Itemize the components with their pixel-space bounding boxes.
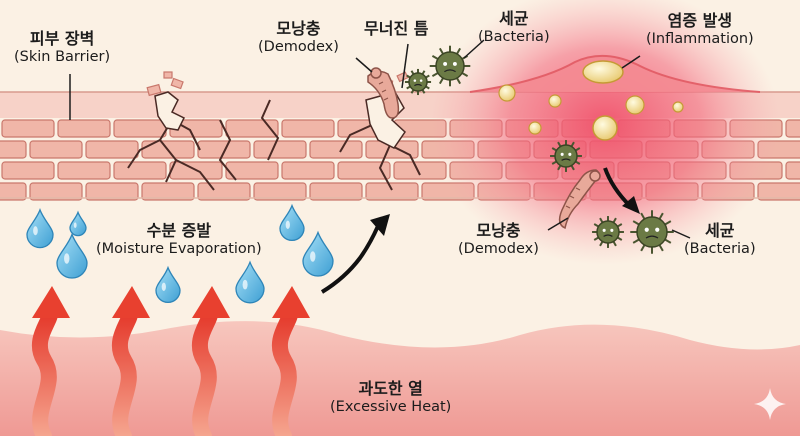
bacteria-icon: [550, 140, 582, 172]
label-inflammation-ko: 염증 발생: [667, 11, 733, 30]
bacteria-group: [404, 45, 674, 254]
label-demodex-bottom-en: (Demodex): [458, 240, 539, 257]
label-heat-ko: 과도한 열: [358, 379, 423, 398]
gap-left: [154, 91, 186, 131]
brick: [0, 182, 27, 201]
label-broken-gap: 무너진 틈: [364, 19, 429, 39]
brick-fragments: [146, 71, 409, 97]
label-heat-en: (Excessive Heat): [330, 398, 452, 415]
bacteria-icon: [429, 45, 471, 87]
bacteria-icon: [592, 216, 624, 248]
label-inflammation: 염증 발생 (Inflammation): [646, 11, 754, 48]
brick: [57, 161, 111, 180]
label-demodex-bottom: 모낭충 (Demodex): [458, 221, 539, 258]
label-bacteria-bottom: 세균 (Bacteria): [684, 221, 756, 258]
heat-arrows: [31, 286, 310, 436]
demodex-mite-icon: [558, 169, 601, 230]
water-drop-icon: [56, 232, 88, 279]
label-demodex-bottom-ko: 모낭충: [476, 221, 521, 240]
brick: [29, 140, 83, 159]
brick: [225, 119, 279, 138]
brick: [57, 119, 111, 138]
bacteria-icon: [630, 210, 674, 254]
water-drop-icon: [69, 210, 87, 237]
water-drop-icon: [235, 260, 265, 304]
brick: [281, 119, 335, 138]
brick: [225, 161, 279, 180]
pus-bubbles: [498, 60, 684, 141]
water-drop-icon: [155, 265, 181, 304]
label-broken-gap-ko: 무너진 틈: [364, 19, 429, 38]
brick: [113, 119, 167, 138]
brick: [85, 182, 139, 201]
leader-lines: [69, 39, 691, 239]
label-skin-barrier-en: (Skin Barrier): [14, 48, 111, 65]
label-heat: 과도한 열 (Excessive Heat): [330, 379, 452, 416]
brick: [785, 161, 800, 180]
demodex-mite-icon: [367, 67, 400, 119]
sparkle-icon: [754, 388, 786, 420]
label-bacteria-bottom-en: (Bacteria): [684, 240, 756, 257]
heat-arrow-icon: [271, 286, 310, 436]
label-demodex-top: 모낭충 (Demodex): [258, 19, 339, 56]
brick: [197, 140, 251, 159]
label-demodex-top-en: (Demodex): [258, 38, 339, 55]
heat-arrow-icon: [191, 286, 230, 436]
label-moisture-ko: 수분 증발: [146, 221, 212, 240]
brick: [113, 161, 167, 180]
brick: [365, 182, 419, 201]
label-skin-barrier: 피부 장벽 (Skin Barrier): [14, 29, 111, 66]
bacteria-icon: [404, 68, 432, 96]
brick: [1, 161, 55, 180]
water-drops: [26, 203, 334, 304]
heat-arrow-icon: [111, 286, 150, 436]
brick: [141, 182, 195, 201]
brick: [85, 140, 139, 159]
brick: [309, 182, 363, 201]
label-demodex-top-ko: 모낭충: [276, 19, 321, 38]
brick: [309, 140, 363, 159]
label-moisture-en: (Moisture Evaporation): [96, 240, 262, 257]
label-bacteria-top: 세균 (Bacteria): [478, 9, 550, 46]
brick: [785, 119, 800, 138]
label-moisture: 수분 증발 (Moisture Evaporation): [96, 221, 262, 258]
water-drop-icon: [302, 230, 334, 277]
brick: [253, 182, 307, 201]
brick: [1, 119, 55, 138]
water-drop-icon: [279, 203, 305, 242]
label-skin-barrier-ko: 피부 장벽: [29, 29, 95, 48]
label-bacteria-top-ko: 세균: [499, 9, 529, 28]
brick: [253, 140, 307, 159]
pustule: [582, 60, 624, 84]
brick: [337, 161, 391, 180]
label-bacteria-bottom-ko: 세균: [705, 221, 735, 240]
brick: [281, 161, 335, 180]
invasion-arrow: [320, 225, 380, 294]
heat-arrow-icon: [31, 286, 70, 436]
label-bacteria-top-en: (Bacteria): [478, 28, 550, 45]
brick: [0, 140, 27, 159]
label-inflammation-en: (Inflammation): [646, 30, 754, 47]
water-drop-icon: [26, 208, 54, 249]
brick: [29, 182, 83, 201]
